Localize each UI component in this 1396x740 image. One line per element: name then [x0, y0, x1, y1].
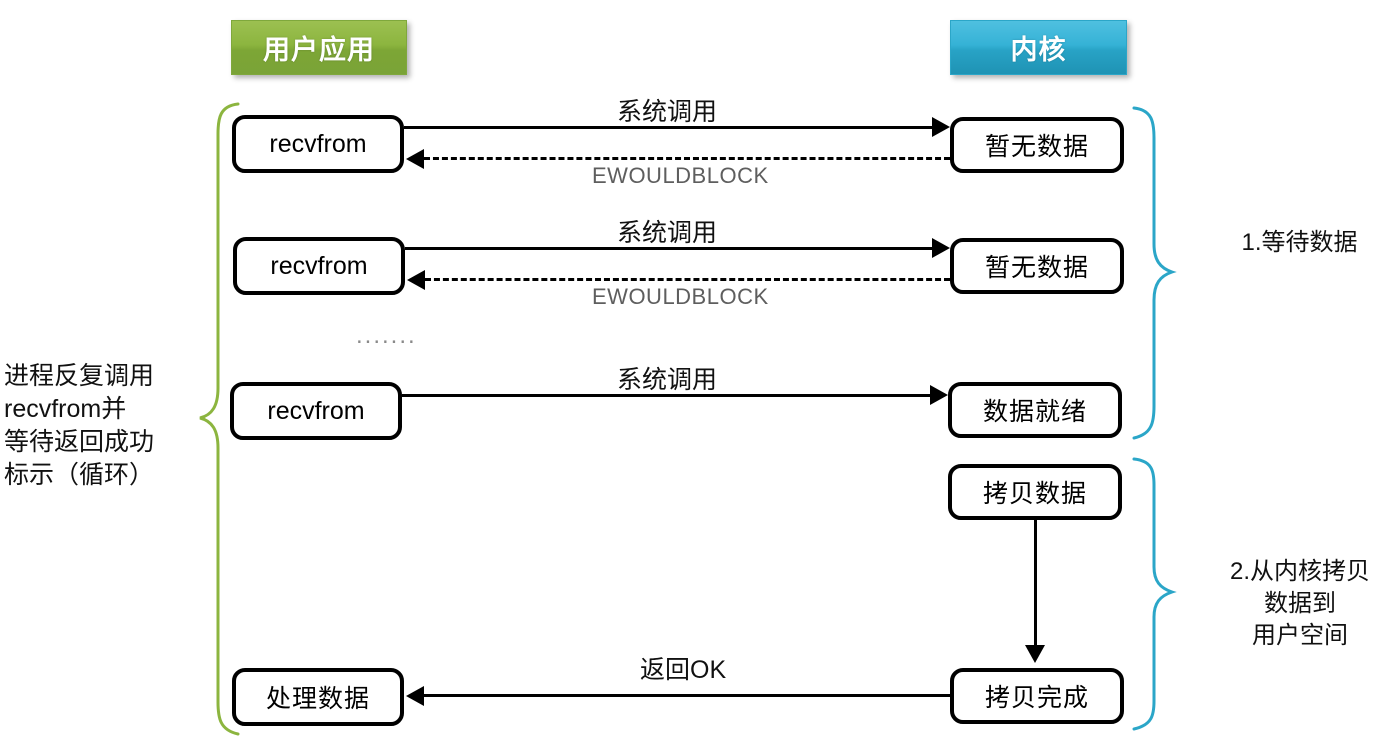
- node-no-data-1-label: 暂无数据: [984, 133, 1089, 161]
- right-brace-copy-to-user: [1132, 457, 1177, 731]
- row-2-syscall-label: 系统调用: [617, 219, 718, 247]
- right-brace-wait-data-line-1: 1.等待数据: [1241, 229, 1358, 256]
- node-recvfrom-3[interactable]: recvfrom: [230, 382, 402, 440]
- left-loop-note-line-3: 等待返回成功: [4, 428, 155, 456]
- copy-progress-arrowhead: [1025, 645, 1045, 663]
- node-no-data-2[interactable]: 暂无数据: [950, 238, 1124, 294]
- ellipsis-dots: .......: [356, 322, 417, 349]
- return-ok-line: [424, 694, 950, 697]
- row-2-syscall-arrowhead: [932, 238, 950, 258]
- header-user-app: 用户应用: [231, 20, 407, 75]
- node-recvfrom-1[interactable]: recvfrom: [232, 115, 404, 173]
- left-loop-note: 进程反复调用 recvfrom并 等待返回成功 标示（循环）: [4, 360, 154, 492]
- header-kernel-label: 内核: [1010, 35, 1067, 65]
- row-2-ewouldblock-label: EWOULDBLOCK: [592, 284, 769, 309]
- right-brace-copy-to-user-line-3: 用户空间: [1252, 622, 1348, 649]
- node-recvfrom-1-label: recvfrom: [269, 129, 367, 158]
- node-copy-done[interactable]: 拷贝完成: [950, 668, 1124, 724]
- node-no-data-1[interactable]: 暂无数据: [950, 117, 1124, 173]
- right-brace-copy-to-user-line-1: 2.从内核拷贝: [1229, 558, 1370, 585]
- node-data-ready-label: 数据就绪: [982, 398, 1087, 426]
- row-1-return-arrowhead: [406, 149, 424, 169]
- header-kernel: 内核: [950, 20, 1127, 75]
- return-ok-label: 返回OK: [640, 656, 727, 684]
- node-copy-done-label: 拷贝完成: [984, 684, 1089, 712]
- row-2-return-arrowhead: [407, 270, 425, 290]
- right-brace-copy-to-user-note: 2.从内核拷贝 数据到 用户空间: [1205, 556, 1395, 652]
- node-process-data-label: 处理数据: [265, 685, 370, 713]
- node-recvfrom-2-label: recvfrom: [270, 251, 368, 280]
- row-3-syscall-line: [402, 394, 936, 397]
- right-brace-wait-data: [1132, 106, 1177, 440]
- row-2-syscall-line: [405, 247, 938, 250]
- row-1-return-line: [424, 157, 950, 160]
- copy-progress-line: [1034, 520, 1037, 650]
- row-1-syscall-arrowhead: [932, 117, 950, 137]
- left-loop-note-line-2: recvfrom并: [4, 395, 127, 423]
- row-1-syscall-label: 系统调用: [617, 98, 718, 126]
- left-loop-note-line-1: 进程反复调用: [4, 362, 155, 390]
- right-brace-wait-data-note: 1.等待数据: [1212, 227, 1387, 259]
- return-ok-arrowhead: [406, 686, 424, 706]
- left-loop-note-line-4: 标示（循环）: [4, 461, 155, 489]
- node-no-data-2-label: 暂无数据: [984, 254, 1089, 282]
- node-copy-data-label: 拷贝数据: [982, 480, 1087, 508]
- node-data-ready[interactable]: 数据就绪: [948, 382, 1122, 438]
- node-recvfrom-3-label: recvfrom: [267, 396, 365, 425]
- row-3-syscall-arrowhead: [930, 385, 948, 405]
- row-3-syscall-label: 系统调用: [617, 366, 718, 394]
- row-1-syscall-line: [404, 126, 938, 129]
- row-2-return-line: [425, 278, 950, 281]
- left-loop-brace: [199, 102, 240, 736]
- header-user-app-label: 用户应用: [263, 35, 375, 65]
- node-process-data[interactable]: 处理数据: [232, 668, 404, 726]
- right-brace-copy-to-user-line-2: 数据到: [1264, 590, 1336, 617]
- node-recvfrom-2[interactable]: recvfrom: [233, 237, 405, 295]
- node-copy-data[interactable]: 拷贝数据: [948, 464, 1122, 520]
- row-1-ewouldblock-label: EWOULDBLOCK: [592, 163, 769, 188]
